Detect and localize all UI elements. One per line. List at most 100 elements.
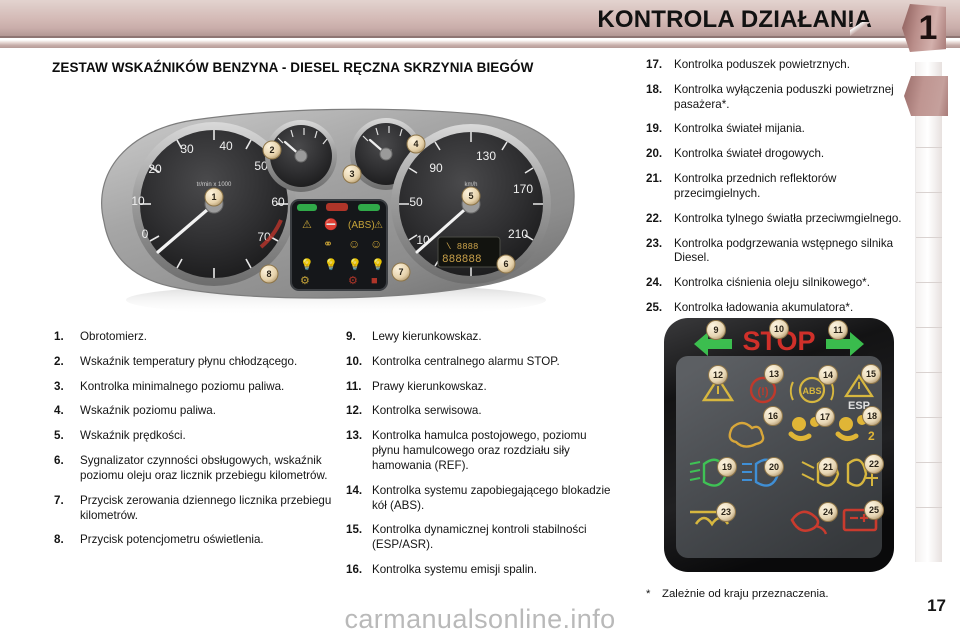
list-item: 9.Lewy kierunkowskaz. [344, 330, 612, 345]
list-item-text: Kontrolka ładowania akumulatora*. [674, 301, 854, 315]
svg-text:(!): (!) [758, 386, 769, 398]
coolant-temperature-gauge: 🌡 [265, 120, 337, 192]
chapter-tab[interactable]: 1 [902, 4, 946, 52]
edge-tab-strip [915, 62, 942, 562]
svg-text:7: 7 [398, 267, 403, 277]
svg-text:⛔: ⛔ [324, 218, 338, 231]
callout-10: 10 [769, 319, 789, 339]
cluster-warning-panel: ⚠ ⛔ (ABS) ⚠ ⚭ ☺ ☺ 💡 💡 💡 💡 ⚙ ⚙ ■ [290, 199, 388, 291]
svg-text:50: 50 [409, 195, 423, 209]
list-item-number: 2. [54, 354, 64, 368]
warning-callout-badges: 9 10 11 12 13 14 15 16 17 18 19 20 21 22… [706, 319, 884, 522]
indicator-emission [728, 421, 765, 448]
list-item-text: Kontrolka świateł mijania. [674, 122, 805, 136]
list-item: 22.Kontrolka tylnego światła przeciwmgie… [644, 212, 906, 227]
callout-15: 15 [861, 364, 881, 384]
footnote-text: Zależnie od kraju przeznaczenia. [662, 588, 829, 600]
list-item: 4.Wskaźnik poziomu paliwa. [52, 404, 332, 419]
list-item: 23.Kontrolka podgrzewania wstępnego siln… [644, 237, 906, 267]
list-item-number: 14. [346, 483, 363, 497]
list-item: 16. Kontrolka systemu emisji spalin. [344, 563, 612, 578]
list-item: 1.Obrotomierz. [52, 330, 332, 345]
callout-22: 22 [864, 454, 884, 474]
list-item-text: Kontrolka ciśnienia oleju silnikowego*. [674, 276, 870, 290]
list-item-number: 22. [646, 211, 663, 225]
list-item-number: 3. [54, 379, 64, 393]
page-title: KONTROLA DZIAŁANIA [597, 6, 872, 33]
svg-text:9: 9 [713, 325, 718, 335]
list-item: 5. Wskaźnik prędkości. [52, 429, 332, 444]
list-item: 17.Kontrolka poduszek powietrznych. [644, 58, 906, 73]
item-list-left: 1.Obrotomierz. 2. Wskaźnik temperatury pł… [52, 330, 332, 558]
list-item: 25. Kontrolka ładowania akumulatora*. [644, 301, 906, 316]
list-item-number: 5. [54, 429, 64, 443]
list-item-text: Kontrolka serwisowa. [372, 404, 482, 418]
svg-text:10: 10 [131, 194, 145, 208]
footnote-star: * [646, 588, 651, 600]
callout-9: 9 [706, 320, 726, 340]
callout-14: 14 [818, 365, 838, 385]
list-item: 14. Kontrolka systemu zapobiegającego blo… [344, 484, 612, 514]
svg-text:💡: 💡 [371, 258, 385, 271]
svg-text:tr/min x 1000: tr/min x 1000 [197, 182, 232, 188]
watermark: carmanualsonline.info [344, 604, 616, 634]
svg-text:22: 22 [869, 459, 879, 469]
list-item-number: 13. [346, 429, 363, 443]
list-item: 24. Kontrolka ciśnienia oleju silnikowego… [644, 276, 906, 291]
list-item-text: Obrotomierz. [80, 330, 148, 343]
list-item: 12.Kontrolka serwisowa. [344, 404, 612, 419]
list-item: 21.Kontrolka przednich reflektorów przec… [644, 172, 906, 202]
list-item-number: 9. [346, 330, 356, 343]
footnote: * Zależnie od kraju przeznaczenia. [646, 588, 829, 600]
svg-text:19: 19 [722, 462, 732, 472]
list-item-text: Kontrolka systemu zapobiegającego blokad… [372, 483, 611, 512]
svg-text:⚠: ⚠ [302, 219, 312, 231]
callout-21: 21 [818, 457, 838, 477]
callout-18: 18 [862, 406, 882, 426]
indicator-brake: (!) [749, 376, 777, 404]
svg-text:40: 40 [219, 139, 233, 153]
svg-text:⚙: ⚙ [348, 275, 358, 287]
svg-text:15: 15 [866, 369, 876, 379]
instrument-cluster-svg: 0 10 20 30 40 50 60 70 tr/min x 1000 [101, 108, 575, 316]
warning-lights-figure: STOP (!) ABS ESP [660, 312, 898, 580]
svg-text:☺: ☺ [348, 237, 360, 251]
svg-text:20: 20 [769, 462, 779, 472]
list-item-number: 8. [54, 533, 64, 547]
callout-23: 23 [716, 502, 736, 522]
callout-25: 25 [864, 500, 884, 520]
svg-text:\ 8888: \ 8888 [446, 242, 478, 252]
svg-text:☺: ☺ [370, 237, 382, 251]
svg-text:170: 170 [513, 182, 533, 196]
callout-20: 20 [764, 457, 784, 477]
svg-text:⚠: ⚠ [374, 220, 383, 231]
list-item-number: 24. [646, 276, 663, 290]
list-item: 15. Kontrolka dynamicznej kontroli stabil… [344, 523, 612, 553]
item-list-middle: 9.Lewy kierunkowskaz. 10.Kontrolka centr… [344, 330, 612, 588]
list-item-number: 25. [646, 301, 663, 315]
list-item-text: Wskaźnik temperatury płynu chłodzącego. [80, 354, 298, 368]
list-item-text: Kontrolka systemu emisji spalin. [372, 563, 537, 577]
list-item-number: 18. [646, 82, 663, 96]
callout-badges: 1 2 3 4 5 6 7 8 [204, 134, 516, 284]
svg-text:ESP: ESP [848, 400, 870, 412]
list-item: 8.Przycisk potencjometru oświetlenia. [52, 533, 332, 548]
svg-text:90: 90 [429, 161, 443, 175]
edge-tab-active[interactable] [904, 76, 948, 116]
list-item-text: Kontrolka minimalnego poziomu paliwa. [80, 379, 285, 393]
callout-5: 5 [461, 186, 481, 206]
list-item: 18.Kontrolka wyłączenia poduszki powietr… [644, 83, 906, 113]
item-list-right: 17.Kontrolka poduszek powietrznych. 18.K… [644, 58, 906, 326]
header-band [0, 0, 960, 38]
svg-text:8: 8 [266, 269, 271, 279]
list-item-number: 16. [346, 563, 363, 577]
svg-text:21: 21 [823, 462, 833, 472]
callout-13: 13 [764, 364, 784, 384]
callout-1: 1 [204, 187, 224, 207]
list-item-text: Kontrolka dynamicznej kontroli stabilnoś… [372, 523, 587, 552]
callout-17: 17 [815, 407, 835, 427]
list-item-text: Wskaźnik prędkości. [80, 429, 186, 443]
list-item-number: 15. [346, 523, 363, 537]
list-item-number: 19. [646, 122, 663, 136]
